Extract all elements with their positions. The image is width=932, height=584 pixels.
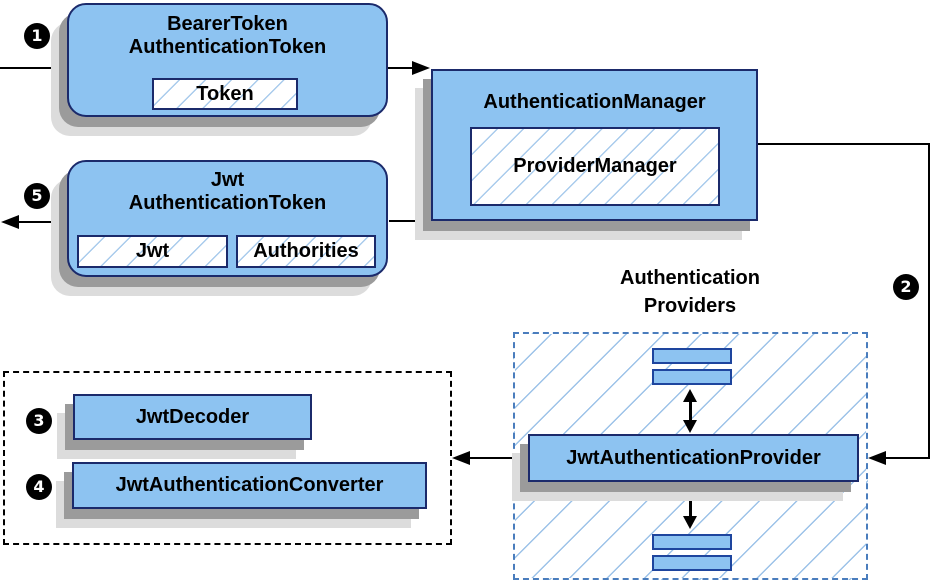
provider-manager-field: ProviderManager: [470, 127, 720, 206]
right-vertical-line: [928, 143, 930, 459]
node-title: JwtAuthenticationProvider: [566, 447, 821, 469]
node-title: JwtAuthenticationConverter: [115, 474, 384, 496]
node-title: AuthenticationToken: [128, 36, 327, 58]
node-title: AuthenticationManager: [483, 91, 706, 113]
arrowhead-down-icon: [683, 516, 697, 529]
authentication-providers-title: Authentication Providers: [590, 264, 790, 320]
double-arrow-icon: [682, 485, 698, 529]
jwt-authentication-token-node: Jwt AuthenticationToken Jwt Authorities: [67, 160, 388, 277]
arrowhead-left-icon: [868, 451, 886, 465]
jwt-field: Jwt: [77, 235, 228, 268]
decoder-converter-group: [3, 371, 452, 545]
authorities-field: Authorities: [236, 235, 376, 268]
jwt-decoder-node: JwtDecoder: [73, 394, 312, 440]
arrowhead-left-icon: [1, 215, 19, 229]
provider-placeholder-bar: [652, 555, 732, 571]
bearer-to-manager-line: [386, 67, 414, 69]
into-provider-line: [886, 457, 930, 459]
manager-out-line: [758, 143, 930, 145]
jwt-out-line: [16, 221, 67, 223]
arrowhead-down-icon: [683, 420, 697, 433]
manager-to-jwt-line: [389, 220, 431, 222]
node-title: JwtDecoder: [135, 406, 250, 428]
arrowhead-left-icon: [452, 451, 470, 465]
bearer-token-authentication-token-node: BearerToken AuthenticationToken Token: [67, 3, 388, 117]
provider-placeholder-bar: [652, 534, 732, 550]
provider-placeholder-bar: [652, 369, 732, 385]
title-line: Providers: [643, 295, 737, 317]
step-badge-1: 1: [24, 23, 50, 49]
provider-to-decoder-line: [468, 457, 528, 459]
arrowhead-up-icon: [683, 389, 697, 402]
title-line: Authentication: [620, 267, 760, 289]
node-title: BearerToken: [167, 13, 288, 35]
step-badge-3: 3: [26, 408, 52, 434]
node-title: AuthenticationToken: [128, 192, 327, 214]
jwt-authentication-converter-node: JwtAuthenticationConverter: [72, 462, 427, 509]
authentication-manager-node: AuthenticationManager ProviderManager: [431, 69, 758, 221]
node-title: Jwt: [210, 169, 245, 191]
token-field: Token: [152, 78, 298, 110]
step-badge-5: 5: [24, 183, 50, 209]
arrowhead-right-icon: [412, 61, 430, 75]
step-badge-2: 2: [893, 274, 919, 300]
arrow-shaft: [689, 398, 692, 424]
double-arrow-icon: [682, 389, 698, 433]
jwt-authentication-provider-node: JwtAuthenticationProvider: [528, 434, 859, 482]
step-badge-4: 4: [26, 474, 52, 500]
provider-placeholder-bar: [652, 348, 732, 364]
arrowhead-up-icon: [683, 485, 697, 498]
arrow-shaft: [689, 494, 692, 520]
incoming-request-line: [0, 67, 66, 69]
